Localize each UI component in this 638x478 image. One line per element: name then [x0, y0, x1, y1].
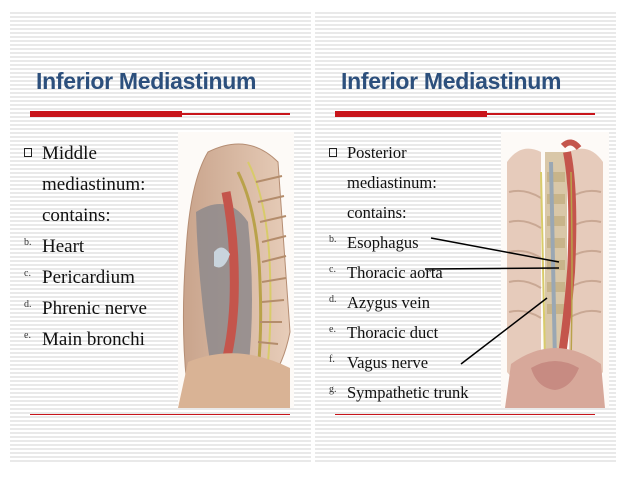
list-marker: f.: [329, 354, 335, 365]
list-item-text: Thoracic duct: [347, 323, 439, 342]
anatomy-illustration-posterior-mediastinum: [501, 132, 609, 408]
list-marker: g.: [329, 384, 337, 395]
intro-text: Middle mediastinum: contains:: [42, 143, 146, 226]
list-item-text: Heart: [42, 236, 85, 257]
list-item: b. Heart: [24, 231, 172, 262]
square-bullet-icon: [24, 138, 42, 160]
intro-item: Middle mediastinum: contains:: [24, 138, 172, 231]
bullet-list: Posterior mediastinum: contains: b. Esop…: [329, 138, 497, 408]
list-item: c. Pericardium: [24, 262, 172, 293]
list-item-text: Main bronchi: [42, 329, 145, 350]
list-item-text: Pericardium: [42, 267, 135, 288]
list-item: e. Main bronchi: [24, 324, 172, 355]
title-underline-thin: [182, 113, 290, 115]
list-item-text: Azygus vein: [347, 293, 430, 312]
list-item-text: Sympathetic trunk: [347, 383, 469, 402]
intro-item: Posterior mediastinum: contains:: [329, 138, 497, 228]
bullet-list: Middle mediastinum: contains: b. Heart c…: [24, 138, 172, 355]
list-item-text: Phrenic nerve: [42, 298, 147, 319]
list-marker: d.: [329, 294, 337, 305]
list-item-text: Esophagus: [347, 233, 419, 252]
list-item: d. Azygus vein: [329, 288, 497, 318]
slide-middle-mediastinum: Inferior Mediastinum Middle mediastinum:…: [10, 10, 311, 462]
slide-title: Inferior Mediastinum: [341, 68, 562, 94]
anatomy-illustration-middle-mediastinum: [178, 132, 294, 408]
list-marker: c.: [329, 264, 336, 275]
list-item: f. Vagus nerve: [329, 348, 497, 378]
list-item: e. Thoracic duct: [329, 318, 497, 348]
list-item-text: Thoracic aorta: [347, 263, 443, 282]
slide-posterior-mediastinum: Inferior Mediastinum Posterior mediastin…: [315, 10, 616, 462]
list-marker: b.: [24, 237, 32, 248]
list-item: c. Thoracic aorta: [329, 258, 497, 288]
list-item: b. Esophagus: [329, 228, 497, 258]
list-marker: e.: [329, 324, 336, 335]
footer-rule: [335, 414, 595, 415]
title-underline: [30, 111, 182, 117]
footer-rule: [30, 414, 290, 415]
title-underline-thin: [487, 113, 595, 115]
list-marker: d.: [24, 299, 32, 310]
title-underline: [335, 111, 487, 117]
intro-text: Posterior mediastinum: contains:: [347, 143, 437, 222]
list-marker: b.: [329, 234, 337, 245]
list-marker: c.: [24, 268, 31, 279]
list-item: d. Phrenic nerve: [24, 293, 172, 324]
list-item-text: Vagus nerve: [347, 353, 429, 372]
list-marker: e.: [24, 330, 31, 341]
square-bullet-icon: [329, 138, 347, 160]
slide-title: Inferior Mediastinum: [36, 68, 257, 94]
list-item: g. Sympathetic trunk: [329, 378, 497, 408]
